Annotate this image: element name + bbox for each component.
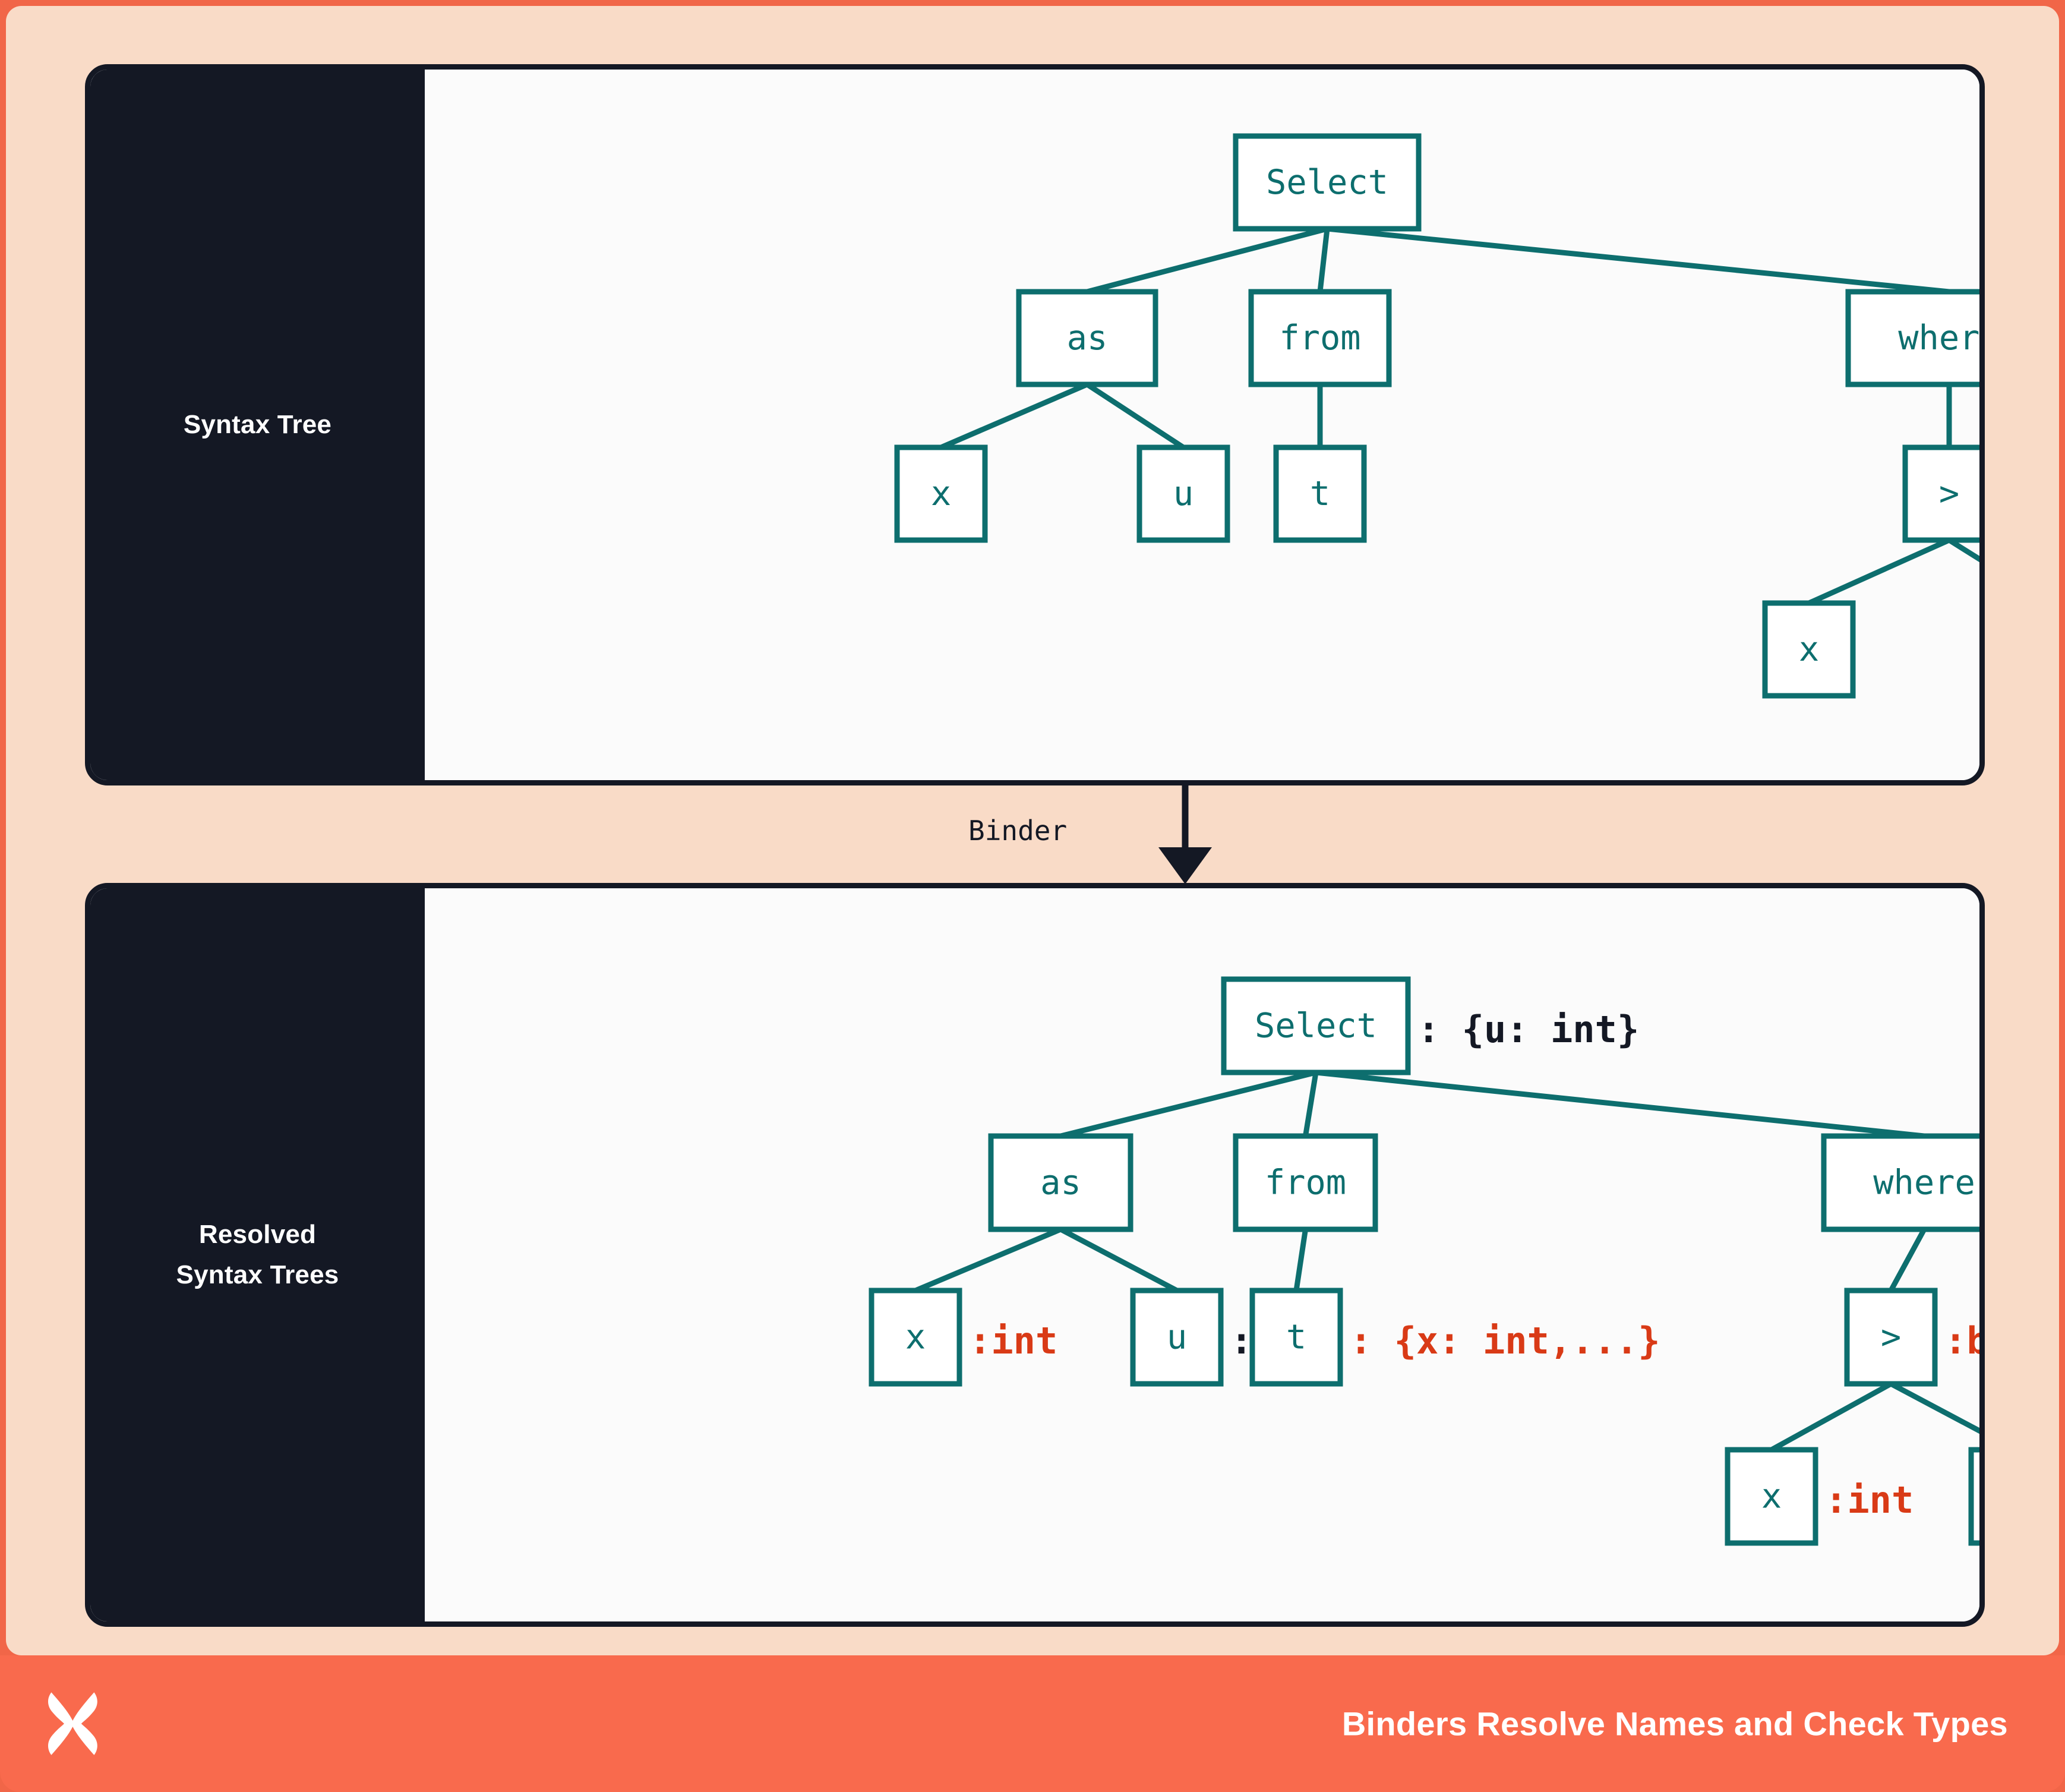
footer-bar: Binders Resolve Names and Check Types <box>0 1655 2065 1792</box>
tree-edge <box>1303 1072 1319 1137</box>
tree-node-as-x[interactable]: x <box>894 444 988 543</box>
tree-node-label: x <box>905 1318 926 1357</box>
panel-resolved-syntax-trees-label: Resolved Syntax Trees <box>176 1219 339 1289</box>
tree-node-label: from <box>1265 1163 1346 1203</box>
tree-node-label: x <box>931 474 951 513</box>
tree-node-as[interactable]: as <box>1016 289 1158 387</box>
tree-node-label: as <box>1040 1163 1081 1203</box>
tree-node-gt[interactable]: > <box>1902 444 1985 543</box>
tree-node-box <box>1016 289 1158 387</box>
tree-node-label: u <box>1167 1318 1187 1357</box>
tree-node-box <box>1844 1288 1938 1387</box>
tree-node-box <box>1273 444 1367 543</box>
tree-node-label: > <box>1881 1318 1901 1357</box>
panel-resolved-syntax-trees: Resolved Syntax Trees Select : {u: int} as… <box>85 883 1985 1627</box>
tree-edge <box>1770 1381 1893 1452</box>
tree-node-box <box>1248 289 1392 387</box>
tree-edge <box>1086 226 1328 295</box>
panel-syntax-tree-label: Syntax Tree <box>183 409 332 439</box>
tree-node-label: Select <box>1255 1007 1377 1046</box>
tree-node-type-annotation: :int <box>1825 1478 1914 1522</box>
tree-node-from[interactable]: from <box>1233 1133 1378 1232</box>
tree-node-gt-x[interactable]: x <box>1762 600 1856 699</box>
resolved-syntax-tree-graphic: Select : {u: int} as from where x :int u :int t : … <box>869 976 1985 1546</box>
tree-node-box <box>988 1133 1133 1232</box>
binder-arrow-icon <box>1158 785 1212 884</box>
tree-node-label: t <box>1286 1318 1306 1357</box>
tree-node-gt[interactable]: > :bool <box>1844 1288 1985 1387</box>
tree-node-label: Select <box>1266 163 1388 202</box>
tree-node-box <box>1968 1447 1979 1546</box>
tree-node-box <box>1762 600 1856 699</box>
tree-node-label: u <box>1173 474 1193 513</box>
panel-syntax-tree: Syntax Tree Selectasfromwherexut>x0 <box>85 64 1985 785</box>
panel-syntax-tree-sidebar: Syntax Tree <box>90 70 425 780</box>
tree-edge <box>940 381 1088 450</box>
tree-node-gt-x[interactable]: x :int <box>1725 1447 1914 1546</box>
panel-resolved-syntax-trees-body: Select : {u: int} as from where x :int u :int t : … <box>425 888 1979 1621</box>
tree-node-label: as <box>1067 318 1108 358</box>
binder-label: Binder <box>968 815 1068 847</box>
tree-node-from-t[interactable]: t <box>1273 444 1367 543</box>
tree-node-box <box>1845 289 1979 387</box>
tree-node-label: where <box>1898 318 1985 358</box>
tree-edge <box>1085 382 1185 450</box>
tree-node-type-annotation: :int <box>969 1319 1057 1362</box>
tree-node-select[interactable]: Select : {u: int} <box>1221 976 1639 1075</box>
tree-node-gt-0[interactable]: 0:int <box>1968 1447 1985 1546</box>
tree-node-box <box>1130 1288 1224 1387</box>
tree-node-box <box>1249 1288 1343 1387</box>
tree-edge <box>1315 1069 1925 1139</box>
tree-node-label: x <box>1761 1477 1782 1516</box>
tree-node-label: where <box>1873 1163 1975 1203</box>
tree-node-box <box>869 1288 962 1387</box>
tree-node-box <box>1821 1133 1979 1232</box>
tree-edge <box>1059 1227 1179 1293</box>
panel-resolved-syntax-trees-sidebar: Resolved Syntax Trees <box>90 888 425 1621</box>
tree-node-box <box>1136 444 1230 543</box>
tree-node-label: from <box>1279 318 1360 358</box>
tree-edge <box>1060 1069 1317 1139</box>
tree-node-type-annotation: :bool <box>1944 1319 1985 1362</box>
tree-node-box <box>1233 1133 1378 1232</box>
tree-edge <box>1293 1229 1308 1291</box>
tree-edge <box>1889 1228 1927 1292</box>
tree-edge <box>1808 537 1950 606</box>
tree-edge <box>1947 538 1979 563</box>
tree-edge <box>1327 226 1950 295</box>
tree-node-label: t <box>1310 474 1330 513</box>
tree-node-from[interactable]: from <box>1248 289 1392 387</box>
tree-node-box <box>894 444 988 543</box>
tree-node-as[interactable]: as <box>988 1133 1133 1232</box>
tree-node-type-annotation: : {u: int} <box>1417 1008 1639 1051</box>
panel-syntax-tree-body: Selectasfromwherexut>x0 <box>425 70 1979 780</box>
tree-node-as-x[interactable]: x :int <box>869 1288 1057 1387</box>
tree-edge <box>914 1226 1062 1293</box>
tree-edge <box>1317 228 1330 292</box>
bowtie-x-logo-icon <box>48 1692 97 1755</box>
tree-node-box <box>1233 133 1422 232</box>
footer-caption: Binders Resolve Names and Check Types <box>1341 1705 2008 1743</box>
syntax-tree-graphic: Selectasfromwherexut>x0 <box>894 133 1985 699</box>
tree-node-from-t[interactable]: t : {x: int,...} <box>1249 1288 1660 1387</box>
tree-node-label: x <box>1799 630 1819 669</box>
tree-node-as-u[interactable]: u <box>1136 444 1230 543</box>
tree-node-select[interactable]: Select <box>1233 133 1422 232</box>
tree-node-box <box>1902 444 1979 543</box>
tree-node-label: > <box>1939 474 1959 513</box>
tree-edge <box>1889 1381 1979 1434</box>
tree-node-where[interactable]: where <box>1821 1133 1985 1232</box>
tree-node-box <box>1725 1447 1818 1546</box>
tree-node-type-annotation: : {x: int,...} <box>1350 1319 1660 1362</box>
tree-node-box <box>1221 976 1411 1075</box>
tree-node-where[interactable]: where <box>1845 289 1985 387</box>
